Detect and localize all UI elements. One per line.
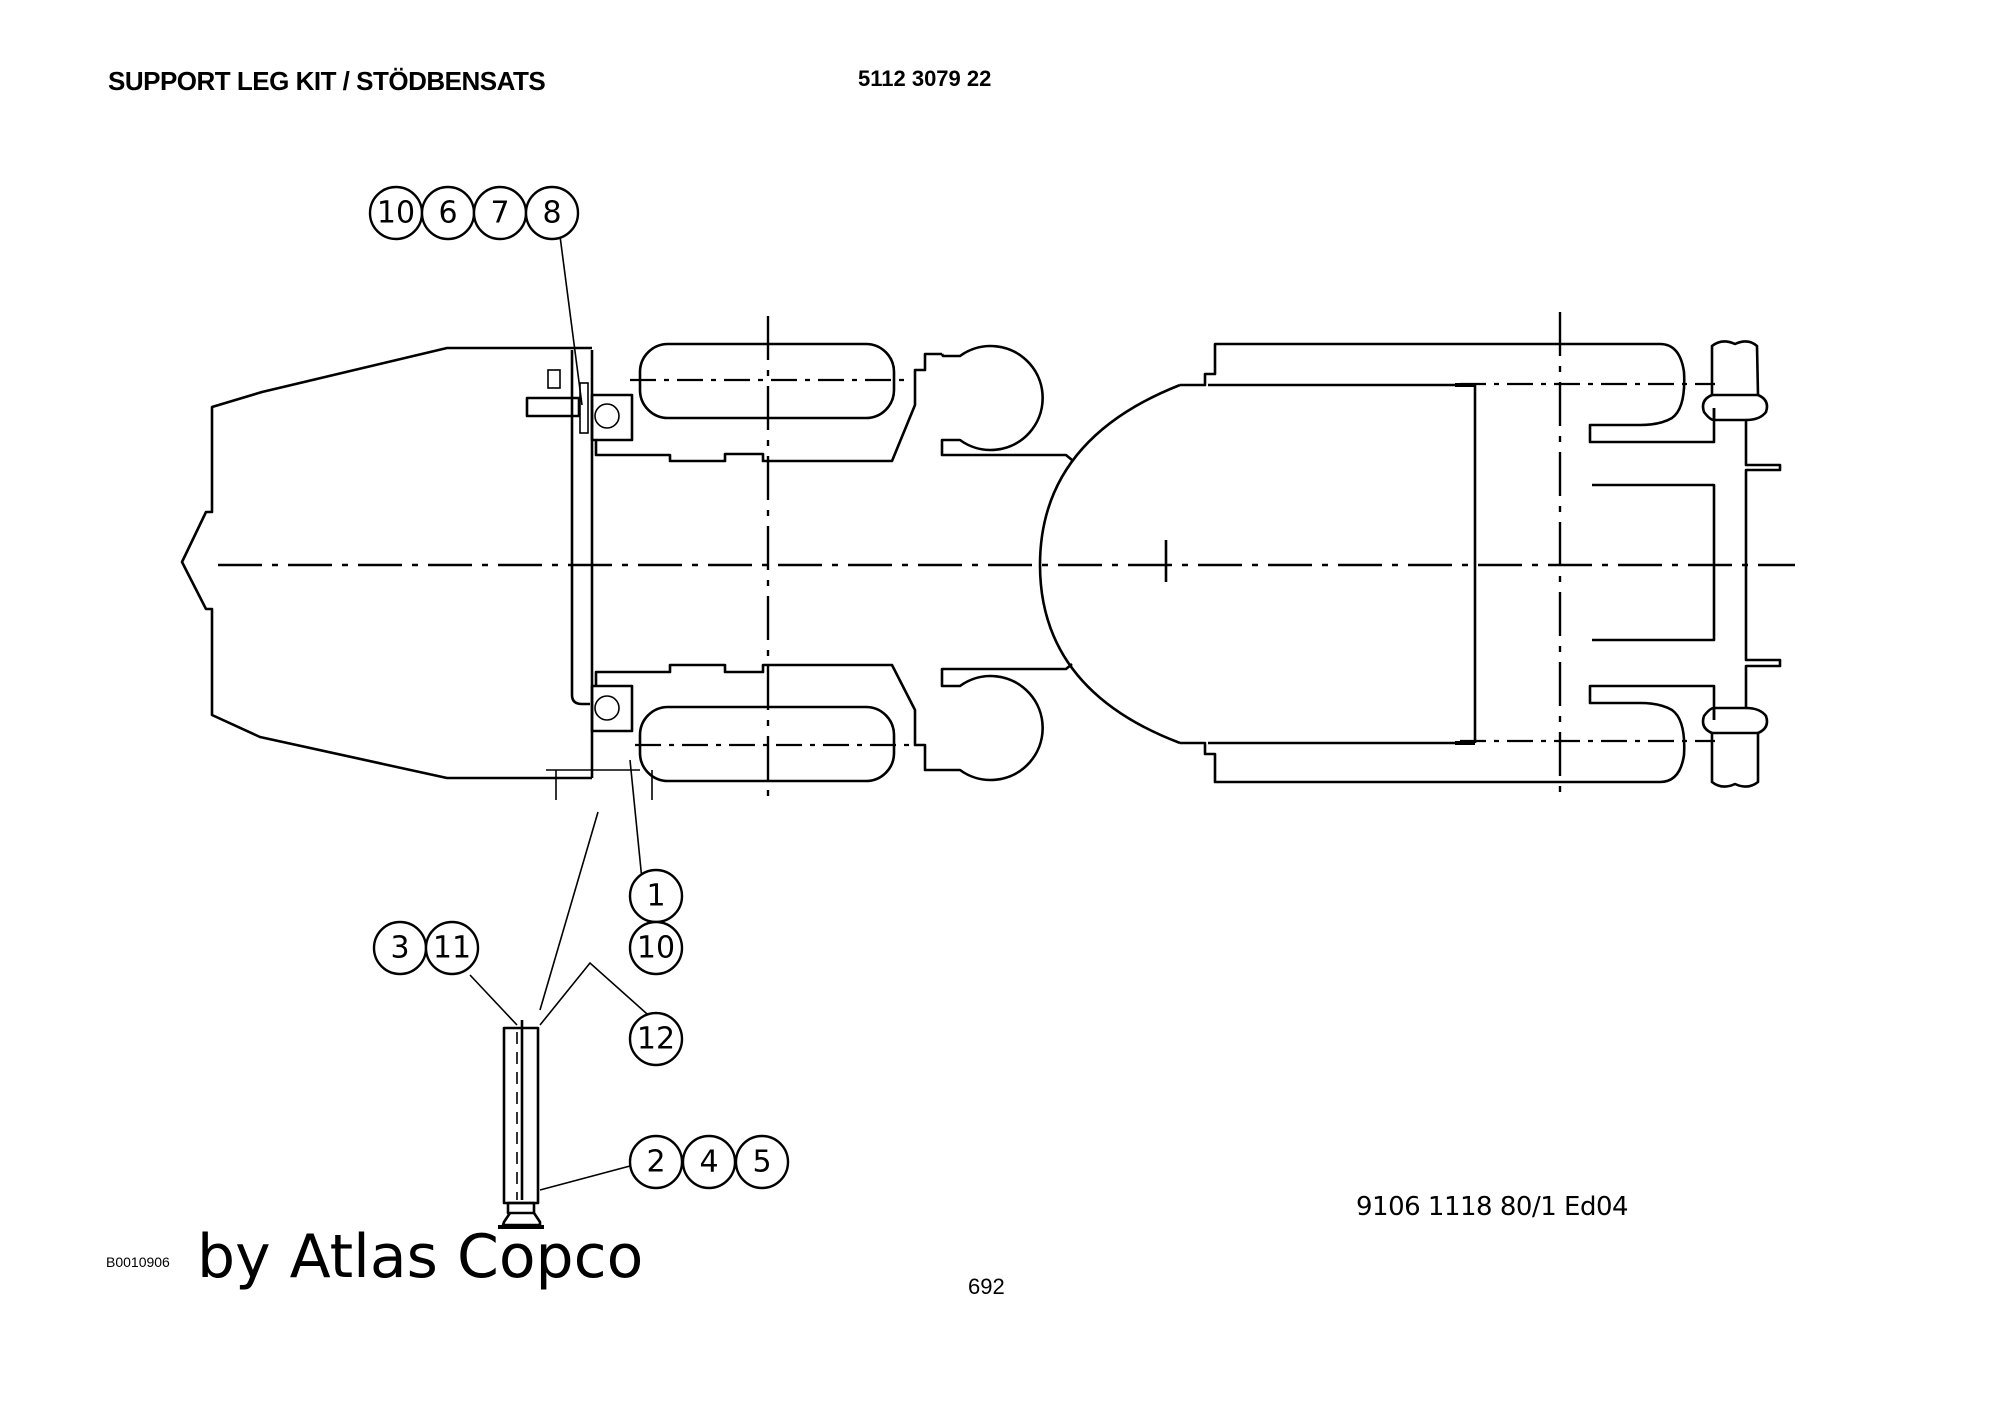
- balloon: 5: [734, 1134, 790, 1190]
- balloon: 1: [628, 868, 684, 924]
- balloon-label: 1: [646, 879, 665, 914]
- image-id: B0010906: [106, 1254, 170, 1270]
- balloon: 4: [681, 1134, 737, 1190]
- balloon: 12: [628, 1011, 684, 1067]
- leader-line: [539, 811, 599, 1011]
- support-leg-base: [498, 1225, 544, 1229]
- mount-pin: [594, 403, 620, 429]
- balloon-label: 3: [390, 931, 409, 966]
- document-reference: 9106 1118 80/1 Ed04: [1356, 1192, 1629, 1222]
- mount-bar: [525, 396, 581, 418]
- page-title: SUPPORT LEG KIT / STÖDBENSATS: [108, 66, 546, 96]
- rear-wheel-top: [1710, 340, 1760, 397]
- mount-block-top: [590, 393, 634, 442]
- counterweight-inner: [1592, 483, 1716, 642]
- balloon: 10: [628, 920, 684, 976]
- balloon-group-leg-bottom: 2 4 5: [628, 1134, 790, 1190]
- rear-frame-bottom: [1180, 684, 1716, 784]
- rear-frame-top: [1180, 342, 1716, 444]
- front-body-outline: [180, 346, 592, 780]
- balloon: 10: [368, 185, 424, 241]
- brand-watermark: by Atlas Copco: [197, 1222, 644, 1292]
- balloon-label: 6: [438, 196, 457, 231]
- tire-front-bottom: [638, 705, 896, 783]
- rear-wheel-top-hub: [1701, 393, 1769, 422]
- balloon-group-leg-top: 3 11: [372, 920, 480, 976]
- mount-pin: [594, 695, 620, 721]
- balloon-label: 4: [699, 1145, 718, 1180]
- leader-line: [539, 961, 666, 1031]
- balloon-label: 12: [637, 1022, 675, 1057]
- front-frame-bottom: [594, 663, 942, 772]
- page-number: 692: [968, 1274, 1005, 1299]
- balloon-label: 8: [542, 196, 561, 231]
- weld-mark: [1455, 741, 1475, 745]
- weld-mark: [1455, 383, 1475, 387]
- rear-wheel-bottom-hub: [1701, 706, 1769, 735]
- balloon: 7: [472, 185, 528, 241]
- leader-line: [539, 1165, 631, 1191]
- leader-line: [559, 235, 583, 406]
- balloon-label: 10: [637, 931, 675, 966]
- front-body-rear-edge: [570, 350, 590, 706]
- balloon-label: 11: [433, 931, 471, 966]
- balloon: 2: [628, 1134, 684, 1190]
- balloon-label: 2: [646, 1145, 665, 1180]
- mount-plate: [579, 382, 589, 434]
- articulation-arc: [1038, 383, 1181, 745]
- balloon-group-right: 1 10: [628, 868, 684, 976]
- mount-bolt-small: [547, 369, 561, 389]
- balloon-label: 10: [377, 196, 415, 231]
- balloon-group-top: 10 6 7 8: [368, 185, 580, 241]
- part-number: 5112 3079 22: [858, 66, 992, 91]
- leader-line: [469, 974, 518, 1026]
- balloon: 8: [524, 185, 580, 241]
- mount-block-bottom: [590, 684, 634, 733]
- balloon-group-leg-side: 12: [628, 1011, 684, 1067]
- lamp-bottom: [940, 663, 1073, 782]
- rear-bumper: [1712, 408, 1782, 720]
- front-frame-top: [594, 352, 942, 463]
- rear-wheel-bottom: [1710, 731, 1760, 788]
- balloon-label: 7: [490, 196, 509, 231]
- support-leg-foot-top: [506, 1201, 536, 1215]
- balloon-label: 5: [752, 1145, 771, 1180]
- balloon: 3: [372, 920, 428, 976]
- lamp-top: [940, 344, 1073, 461]
- balloon: 11: [424, 920, 480, 976]
- balloon: 6: [420, 185, 476, 241]
- tire-front-top: [638, 342, 896, 420]
